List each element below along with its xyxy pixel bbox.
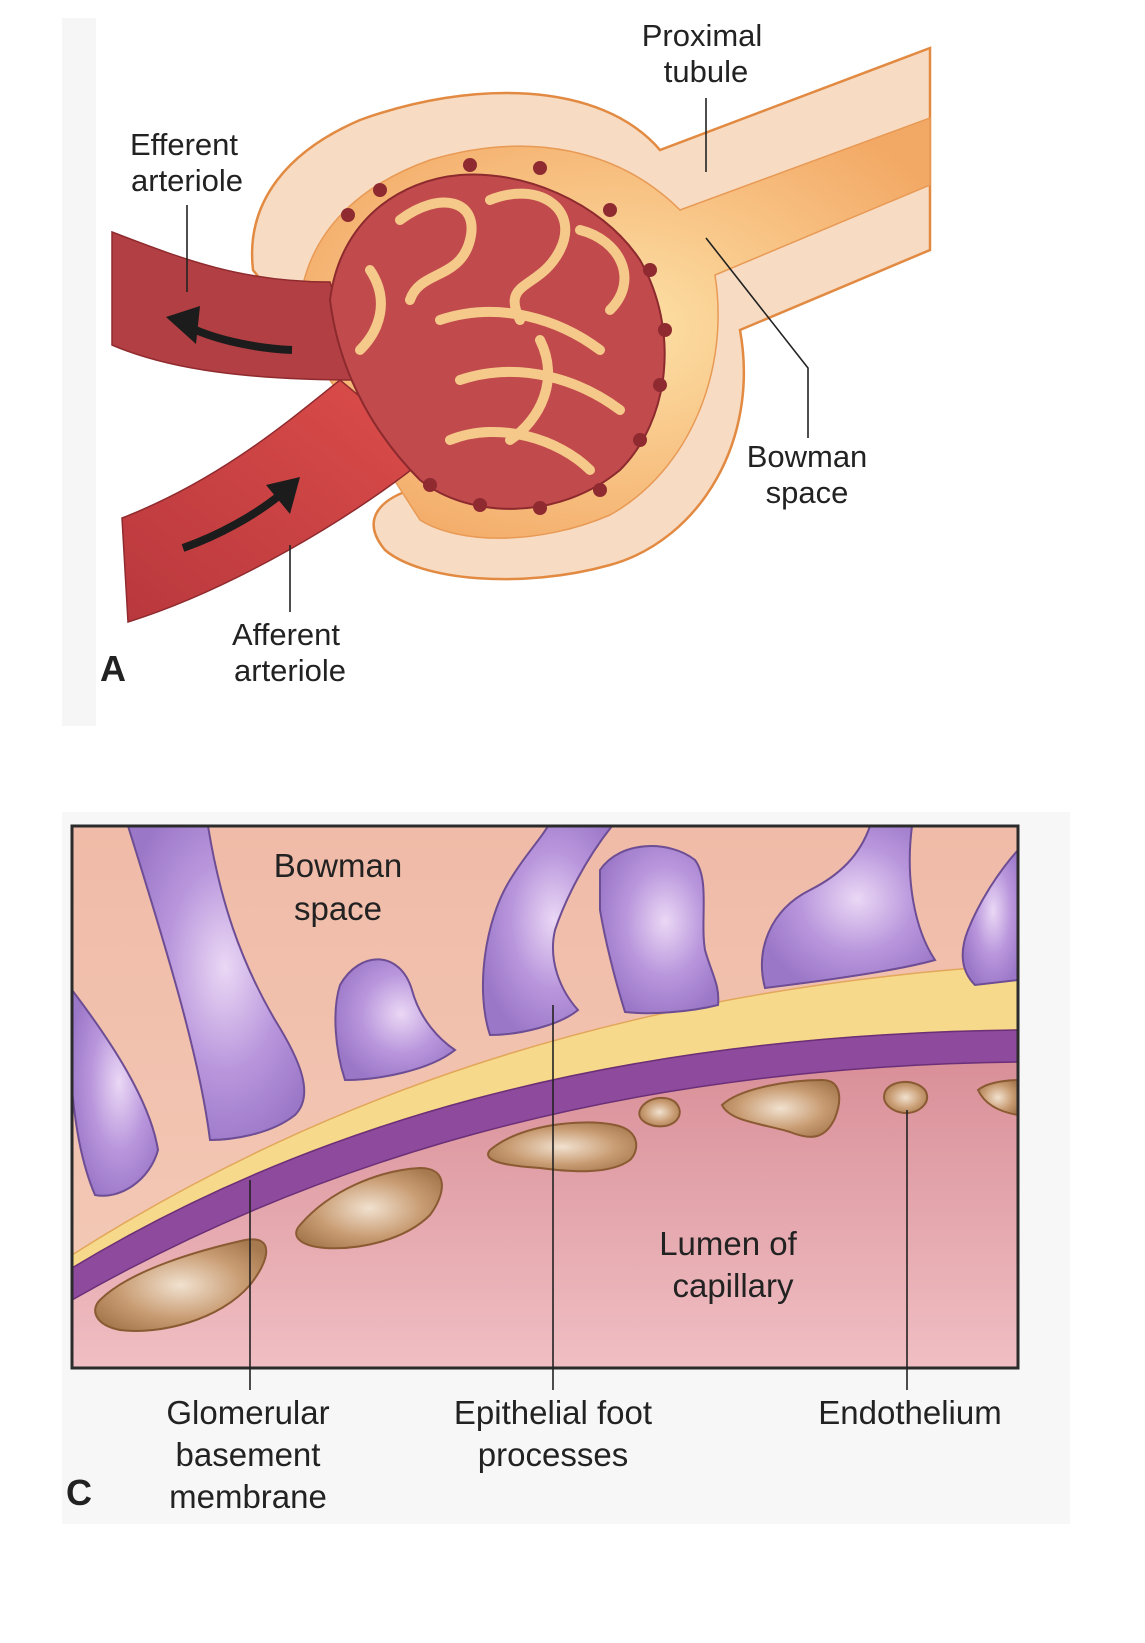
label-afferent-arteriole-line1: Afferent — [232, 617, 340, 652]
label-c-bowman-space-line2: space — [294, 890, 382, 927]
endothelial-cells — [94, 1078, 1018, 1332]
label-c-bowman-space-line1: Bowman — [274, 847, 402, 884]
capillary-lumen-area — [72, 1060, 1018, 1368]
label-glomerular-basement-membrane-line3: membrane — [169, 1478, 327, 1515]
endothelial-cell-5 — [720, 1078, 841, 1138]
panel-c-frame — [70, 824, 1020, 1370]
basement-membrane-purple-layer — [72, 1029, 1018, 1301]
panel-a-letter: A — [100, 648, 126, 689]
foot-process-3 — [334, 958, 457, 1082]
label-proximal-tubule-line1: Proximal — [642, 18, 763, 53]
label-afferent-arteriole-line2: arteriole — [234, 653, 346, 688]
podocyte-dots — [341, 158, 672, 515]
endothelial-cell-6 — [883, 1081, 928, 1115]
label-epithelial-foot-processes-line1: Epithelial foot — [454, 1394, 652, 1431]
epithelial-foot-processes — [72, 826, 1018, 1197]
endothelial-cell-3 — [487, 1121, 638, 1173]
capillary-loops — [355, 188, 630, 475]
label-glomerular-basement-membrane-line1: Glomerular — [166, 1394, 329, 1431]
endothelial-cell-4 — [638, 1096, 681, 1128]
foot-process-2 — [126, 826, 306, 1142]
label-proximal-tubule-line2: tubule — [664, 54, 748, 89]
foot-process-7 — [961, 848, 1018, 987]
panel-a: Proximal tubule Efferent arteriole Bowma… — [62, 18, 1004, 726]
label-bowman-space-line1: Bowman — [747, 439, 868, 474]
panel-c-letter: C — [66, 1472, 92, 1513]
foot-process-4 — [481, 826, 614, 1037]
foot-process-6 — [761, 826, 937, 990]
label-endothelium: Endothelium — [818, 1394, 1001, 1431]
label-epithelial-foot-processes-line2: processes — [478, 1436, 628, 1473]
panel-c: Bowman space Lumen of capillary Glomerul… — [62, 812, 1070, 1524]
endothelial-cell-7 — [976, 1078, 1018, 1117]
foot-process-5 — [599, 845, 720, 1015]
foot-process-1 — [72, 988, 160, 1197]
label-lumen-of-capillary-line1: Lumen of — [659, 1225, 797, 1262]
efferent-flow-arrow — [166, 306, 293, 354]
endothelial-cell-2 — [295, 1166, 443, 1250]
leader-bowman-space — [705, 237, 809, 438]
label-efferent-arteriole-line1: Efferent — [130, 127, 238, 162]
label-efferent-arteriole-line2: arteriole — [131, 163, 243, 198]
label-bowman-space-line2: space — [766, 475, 849, 510]
afferent-flow-arrow — [181, 477, 300, 552]
label-lumen-of-capillary-line2: capillary — [672, 1267, 794, 1304]
label-glomerular-basement-membrane-line2: basement — [176, 1436, 321, 1473]
